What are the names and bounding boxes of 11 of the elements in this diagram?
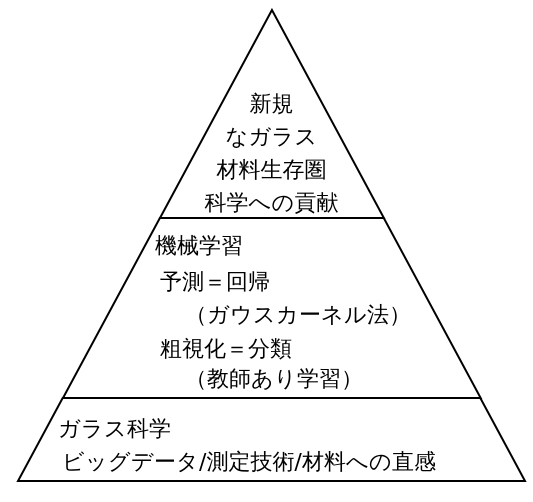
pyramid-tier — [18, 398, 525, 481]
pyramid-tier — [62, 218, 480, 398]
tier-heading: 機械学習 — [154, 233, 243, 261]
pyramid-tier — [160, 10, 384, 218]
tier-text: 予測＝回帰 — [160, 269, 270, 297]
tier-text: （ガウスカーネル法） — [184, 302, 411, 330]
tier-text: ビッグデータ/測定技術/材料への直感 — [62, 449, 436, 477]
tier-text: 粗視化＝分類 — [160, 336, 292, 364]
tier-text: （教師あり学習） — [184, 366, 363, 394]
tier-text: 新規なガラス材料生存圏科学への貢献 — [203, 91, 340, 218]
tier-heading: ガラス科学 — [58, 416, 171, 444]
